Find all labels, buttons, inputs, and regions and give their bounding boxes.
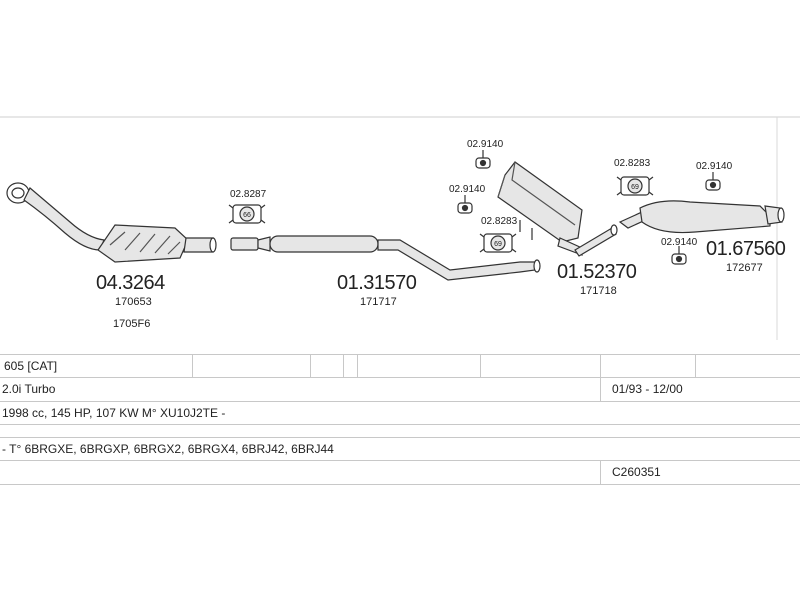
table-rule [0, 437, 800, 438]
engine-cell: 2.0i Turbo [2, 382, 56, 396]
mid-silencer[interactable] [497, 161, 618, 257]
table-rule [0, 424, 800, 425]
clamp-c-label[interactable]: 02.8283 [614, 158, 651, 169]
table-divider [480, 354, 481, 377]
catalyst-ref1: 170653 [115, 296, 152, 308]
clamp-b-label[interactable]: 02.8283 [481, 216, 518, 227]
table-rule [0, 484, 800, 485]
model-cell: 605 [CAT] [4, 359, 58, 373]
middle-pipe-ref1: 171717 [360, 296, 397, 308]
table-rule [0, 377, 800, 378]
table-divider [192, 354, 193, 377]
hanger-b-label[interactable]: 02.9140 [449, 184, 486, 195]
catalytic-converter[interactable] [6, 182, 217, 263]
clamp-c-badge: 69 [631, 184, 639, 191]
hanger-a-label[interactable]: 02.9140 [467, 139, 504, 150]
middle-pipe[interactable] [230, 235, 541, 281]
clamp-b-icon[interactable] [479, 233, 517, 253]
hanger-b-icon[interactable] [457, 195, 473, 214]
table-rule [0, 460, 800, 461]
table-divider [600, 460, 601, 484]
mid-silencer-part-number[interactable]: 01.52370 [557, 261, 637, 283]
vehicle-info-table: 605 [CAT] 2.0i Turbo 01/93 - 12/00 1998 … [0, 354, 800, 489]
catalyst-part-number[interactable]: 04.3264 [96, 272, 165, 294]
middle-pipe-part-number[interactable]: 01.31570 [337, 272, 417, 294]
table-divider [357, 354, 358, 377]
rear-silencer[interactable] [618, 200, 785, 234]
hanger-d-label[interactable]: 02.9140 [661, 237, 698, 248]
table-rule [0, 354, 800, 355]
clamp-b-badge: 69 [494, 241, 502, 248]
code-cell: C260351 [612, 465, 661, 479]
clamp-a-icon[interactable] [228, 204, 266, 224]
table-divider [343, 354, 344, 377]
hanger-c-icon[interactable] [705, 172, 721, 191]
table-rule [0, 401, 800, 402]
table-divider [310, 354, 311, 377]
table-divider [695, 354, 696, 377]
clamp-c-icon[interactable] [616, 176, 654, 196]
mid-silencer-ref1: 171718 [580, 285, 617, 297]
table-divider [600, 354, 601, 401]
clamp-a-badge: 66 [243, 212, 251, 219]
hanger-c-label[interactable]: 02.9140 [696, 161, 733, 172]
spec-cell: 1998 cc, 145 HP, 107 KW M° XU10J2TE - [2, 406, 226, 420]
rear-silencer-part-number[interactable]: 01.67560 [706, 238, 786, 260]
hanger-d-icon[interactable] [671, 246, 687, 265]
period-cell: 01/93 - 12/00 [612, 382, 683, 396]
hanger-a-icon[interactable] [475, 150, 491, 169]
rear-silencer-ref1: 172677 [726, 262, 763, 274]
types-cell: - T° 6BRGXE, 6BRGXP, 6BRGX2, 6BRGX4, 6BR… [2, 442, 334, 456]
catalyst-ref2: 1705F6 [113, 318, 151, 330]
clamp-a-label[interactable]: 02.8287 [230, 189, 267, 200]
